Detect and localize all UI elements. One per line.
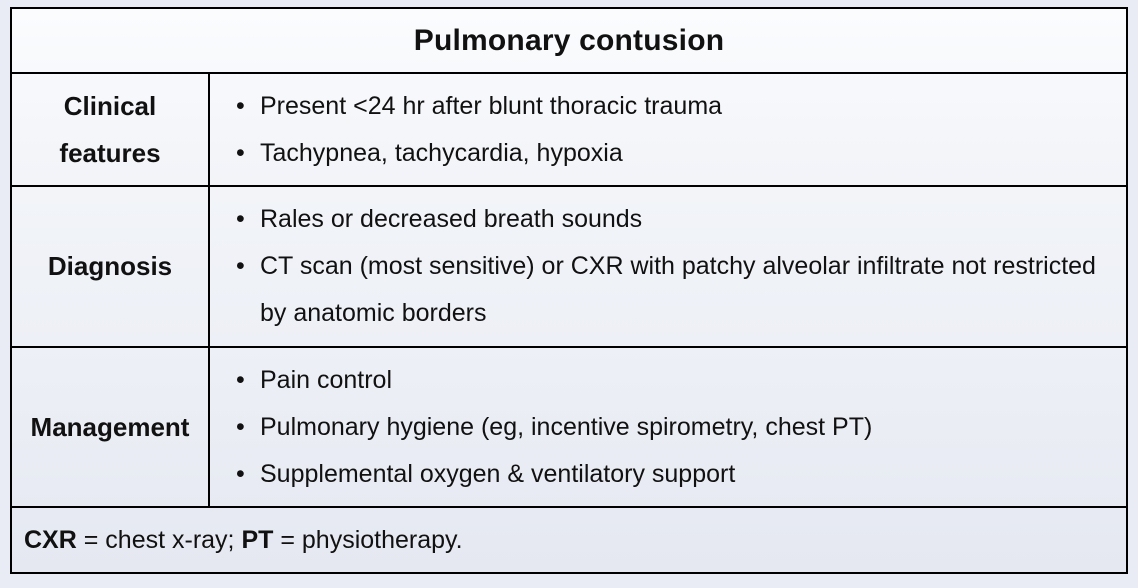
row-clinical-features: Clinical features • Present <24 hr after …	[12, 74, 1126, 187]
bullet-icon: •	[236, 205, 245, 233]
row-content-diagnosis: • Rales or decreased breath sounds • CT sc…	[210, 187, 1126, 346]
bullet-item: • Pulmonary hygiene (eg, incentive spirom…	[236, 404, 873, 451]
footnote-definition-cxr: = chest x-ray;	[76, 525, 242, 554]
row-label-clinical-features: Clinical features	[12, 74, 210, 185]
bullet-text: Pain control	[260, 365, 393, 394]
footnote-abbr-pt: PT	[241, 525, 274, 554]
bullet-icon: •	[236, 412, 245, 441]
bullet-text: CT scan (most sensitive) or CXR with pat…	[260, 252, 1096, 327]
bullet-text: Supplemental oxygen & ventilatory suppor…	[260, 459, 736, 488]
footnote-definition-pt: = physiotherapy.	[273, 525, 463, 554]
bullet-item: • Rales or decreased breath sounds	[236, 196, 1118, 243]
row-label-text: Management	[30, 411, 190, 442]
bullet-list: • Rales or decreased breath sounds • CT sc…	[210, 196, 1126, 337]
row-content-management: • Pain control • Pulmonary hygiene (eg, in…	[210, 348, 1126, 506]
footnote-text: CXR = chest x-ray; PT = physiotherapy.	[24, 526, 463, 555]
bullet-list: • Pain control • Pulmonary hygiene (eg, in…	[210, 357, 880, 498]
bullet-icon: •	[236, 365, 245, 394]
row-content-clinical-features: • Present <24 hr after blunt thoracic tra…	[210, 74, 1126, 185]
bullet-icon: •	[236, 91, 245, 120]
bullet-item: • Tachypnea, tachycardia, hypoxia	[236, 130, 722, 177]
row-label-management: Management	[12, 348, 210, 506]
pulmonary-contusion-table: Pulmonary contusion Clinical features • P…	[10, 7, 1128, 574]
bullet-icon: •	[236, 252, 245, 280]
bullet-item: • Supplemental oxygen & ventilatory suppo…	[236, 451, 872, 498]
bullet-item: • Present <24 hr after blunt thoracic tra…	[236, 83, 723, 130]
row-label-text: Diagnosis	[47, 251, 173, 281]
bullet-text: Rales or decreased breath sounds	[260, 205, 643, 233]
table-title-text: Pulmonary contusion	[413, 23, 725, 57]
bullet-text: Tachypnea, tachycardia, hypoxia	[260, 138, 623, 167]
bullet-icon: •	[236, 459, 245, 488]
table-title: Pulmonary contusion	[12, 9, 1126, 74]
row-label-diagnosis: Diagnosis	[12, 187, 210, 346]
bullet-text: Present <24 hr after blunt thoracic trau…	[260, 91, 723, 120]
bullet-item: • Pain control	[236, 357, 872, 404]
row-management: Management • Pain control • Pulmonary hygi…	[12, 348, 1126, 508]
row-diagnosis: Diagnosis • Rales or decreased breath sou…	[12, 187, 1126, 348]
table-footnote: CXR = chest x-ray; PT = physiotherapy.	[12, 508, 1126, 572]
bullet-item: • CT scan (most sensitive) or CXR with pa…	[236, 243, 1118, 337]
footnote-abbr-cxr: CXR	[24, 525, 77, 554]
row-label-text: Clinical features	[59, 90, 161, 168]
bullet-list: • Present <24 hr after blunt thoracic tra…	[210, 83, 730, 177]
bullet-text: Pulmonary hygiene (eg, incentive spirome…	[260, 412, 873, 441]
bullet-icon: •	[236, 138, 245, 167]
